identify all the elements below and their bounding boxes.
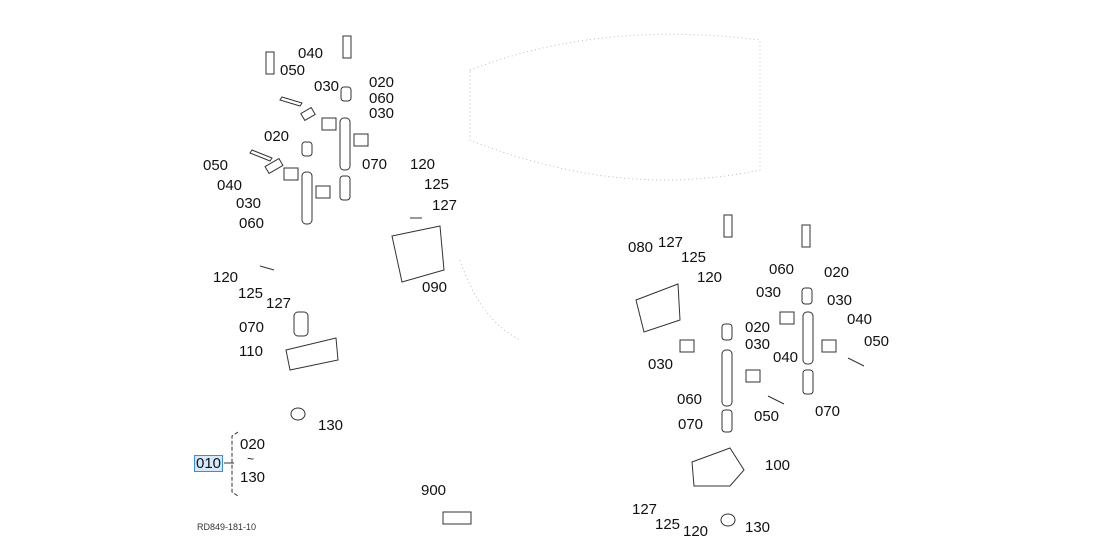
part-callout-030[interactable]: 030 (745, 336, 771, 353)
part-callout-030[interactable]: 030 (827, 292, 853, 309)
ghost-line (459, 259, 521, 341)
fitting-part (801, 287, 813, 305)
part-callout-125[interactable]: 125 (238, 285, 264, 302)
fitting-part (339, 175, 351, 201)
part-900 (442, 511, 472, 525)
cap-130-part (720, 513, 736, 527)
part-010-label[interactable]: 010 (194, 455, 224, 472)
group-range-start[interactable]: 020 (240, 436, 266, 453)
cap-130-part (290, 407, 306, 421)
fitting-part (721, 323, 733, 341)
part-callout-050[interactable]: 050 (864, 333, 890, 350)
part-callout-120[interactable]: 120 (410, 156, 436, 173)
plate-part (264, 157, 284, 175)
spring-part (265, 51, 275, 75)
clamp-part (779, 311, 795, 325)
part-callout-060[interactable]: 060 (769, 261, 795, 278)
tube-part (802, 311, 814, 365)
part-callout-030[interactable]: 030 (648, 356, 674, 373)
group-bracket (231, 431, 239, 497)
part-callout-020[interactable]: 020 (745, 319, 771, 336)
tube-part (301, 171, 313, 225)
part-callout-125[interactable]: 125 (424, 176, 450, 193)
part-callout-040[interactable]: 040 (217, 177, 243, 194)
spring-part (801, 224, 811, 248)
part-callout-900[interactable]: 900 (421, 482, 447, 499)
clamp-part (321, 117, 337, 131)
bracket-110-part (285, 337, 339, 371)
fitting-part (721, 409, 733, 433)
part-callout-030[interactable]: 030 (314, 78, 340, 95)
spring-part (342, 35, 352, 59)
group-range-end[interactable]: 130 (240, 469, 266, 486)
part-callout-020[interactable]: 020 (824, 264, 850, 281)
spring-part (723, 214, 733, 238)
part-callout-125[interactable]: 125 (655, 516, 681, 533)
bolt-part (847, 357, 865, 367)
bolt-part (279, 96, 303, 107)
part-callout-030[interactable]: 030 (756, 284, 782, 301)
part-callout-127[interactable]: 127 (632, 501, 658, 518)
fitting-part (802, 369, 814, 395)
part-callout-030[interactable]: 030 (369, 105, 395, 122)
part-callout-080[interactable]: 080 (628, 239, 654, 256)
part-callout-060[interactable]: 060 (677, 391, 703, 408)
part-callout-050[interactable]: 050 (754, 408, 780, 425)
part-callout-070[interactable]: 070 (678, 416, 704, 433)
tube-part (339, 117, 351, 171)
part-callout-070[interactable]: 070 (239, 319, 265, 336)
fitting-part (340, 86, 352, 102)
bracket-090-part (391, 225, 445, 283)
part-callout-120[interactable]: 120 (213, 269, 239, 286)
ghost-assembly (469, 33, 761, 181)
clamp-part (821, 339, 837, 353)
bolt-part (259, 265, 275, 271)
part-callout-127[interactable]: 127 (266, 295, 292, 312)
part-callout-100[interactable]: 100 (765, 457, 791, 474)
clamp-part (745, 369, 761, 383)
fitting-part (301, 141, 313, 157)
part-callout-040[interactable]: 040 (773, 349, 799, 366)
fitting-part (293, 311, 309, 337)
part-callout-070[interactable]: 070 (815, 403, 841, 420)
part-callout-060[interactable]: 060 (369, 90, 395, 107)
bolt-part (767, 395, 785, 405)
part-callout-050[interactable]: 050 (280, 62, 306, 79)
part-callout-110[interactable]: 110 (239, 343, 263, 360)
part-callout-130[interactable]: 130 (745, 519, 771, 536)
part-callout-127[interactable]: 127 (658, 234, 684, 251)
part-callout-030[interactable]: 030 (236, 195, 262, 212)
part-callout-120[interactable]: 120 (697, 269, 723, 286)
part-callout-020[interactable]: 020 (369, 74, 395, 91)
part-callout-040[interactable]: 040 (298, 45, 324, 62)
plate-part (300, 106, 316, 122)
tube-part (721, 349, 733, 407)
bracket-080-part (635, 283, 681, 333)
part-callout-127[interactable]: 127 (432, 197, 458, 214)
part-callout-130[interactable]: 130 (318, 417, 344, 434)
bolt-part (249, 149, 273, 162)
part-callout-060[interactable]: 060 (239, 215, 265, 232)
plate-100-part (691, 447, 745, 487)
clamp-part (353, 133, 369, 147)
part-callout-125[interactable]: 125 (681, 249, 707, 266)
clamp-part (315, 185, 331, 199)
clamp-part (679, 339, 695, 353)
part-callout-040[interactable]: 040 (847, 311, 873, 328)
part-callout-090[interactable]: 090 (422, 279, 448, 296)
part-callout-070[interactable]: 070 (362, 156, 388, 173)
group-range-sep: ~ (247, 452, 255, 466)
drawing-code: RD849-181-10 (197, 522, 257, 532)
part-callout-020[interactable]: 020 (264, 128, 290, 145)
clamp-part (283, 167, 299, 181)
part-callout-120[interactable]: 120 (683, 523, 709, 540)
part-callout-050[interactable]: 050 (203, 157, 229, 174)
